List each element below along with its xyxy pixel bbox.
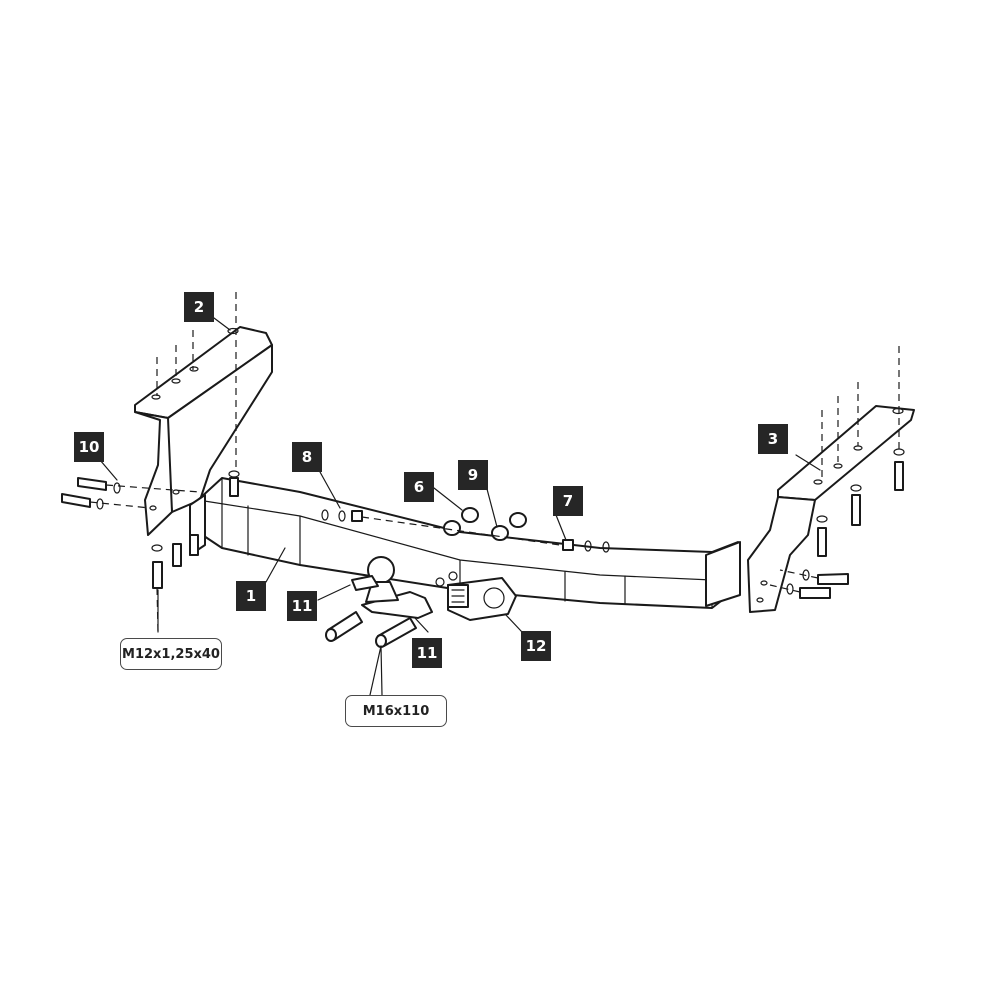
callout-11-left: 11	[287, 591, 317, 621]
leader-lines	[99, 317, 821, 696]
spec-label-m16: M16x110	[345, 695, 447, 727]
assembly-guide-lines	[89, 292, 900, 593]
left-side-bolts	[61, 470, 240, 589]
callout-10: 10	[74, 432, 104, 462]
callout-9: 9	[458, 460, 488, 490]
callout-6: 6	[404, 472, 434, 502]
m16-bolts	[325, 611, 417, 648]
callout-8: 8	[292, 442, 322, 472]
left-mounting-bracket	[134, 326, 273, 536]
right-mounting-bracket	[747, 405, 915, 613]
callout-12: 12	[521, 631, 551, 661]
callout-11-right: 11	[412, 638, 442, 668]
center-fasteners	[321, 507, 610, 553]
callout-7: 7	[553, 486, 583, 516]
vertical-bolt-guides	[156, 587, 159, 633]
callout-1: 1	[236, 581, 266, 611]
tow-ball-assembly	[351, 556, 517, 621]
callout-2: 2	[184, 292, 214, 322]
right-side-bolts	[786, 448, 905, 599]
spec-label-m12: M12x1,25x40	[120, 638, 222, 670]
main-cross-beam	[189, 477, 741, 609]
callout-3: 3	[758, 424, 788, 454]
